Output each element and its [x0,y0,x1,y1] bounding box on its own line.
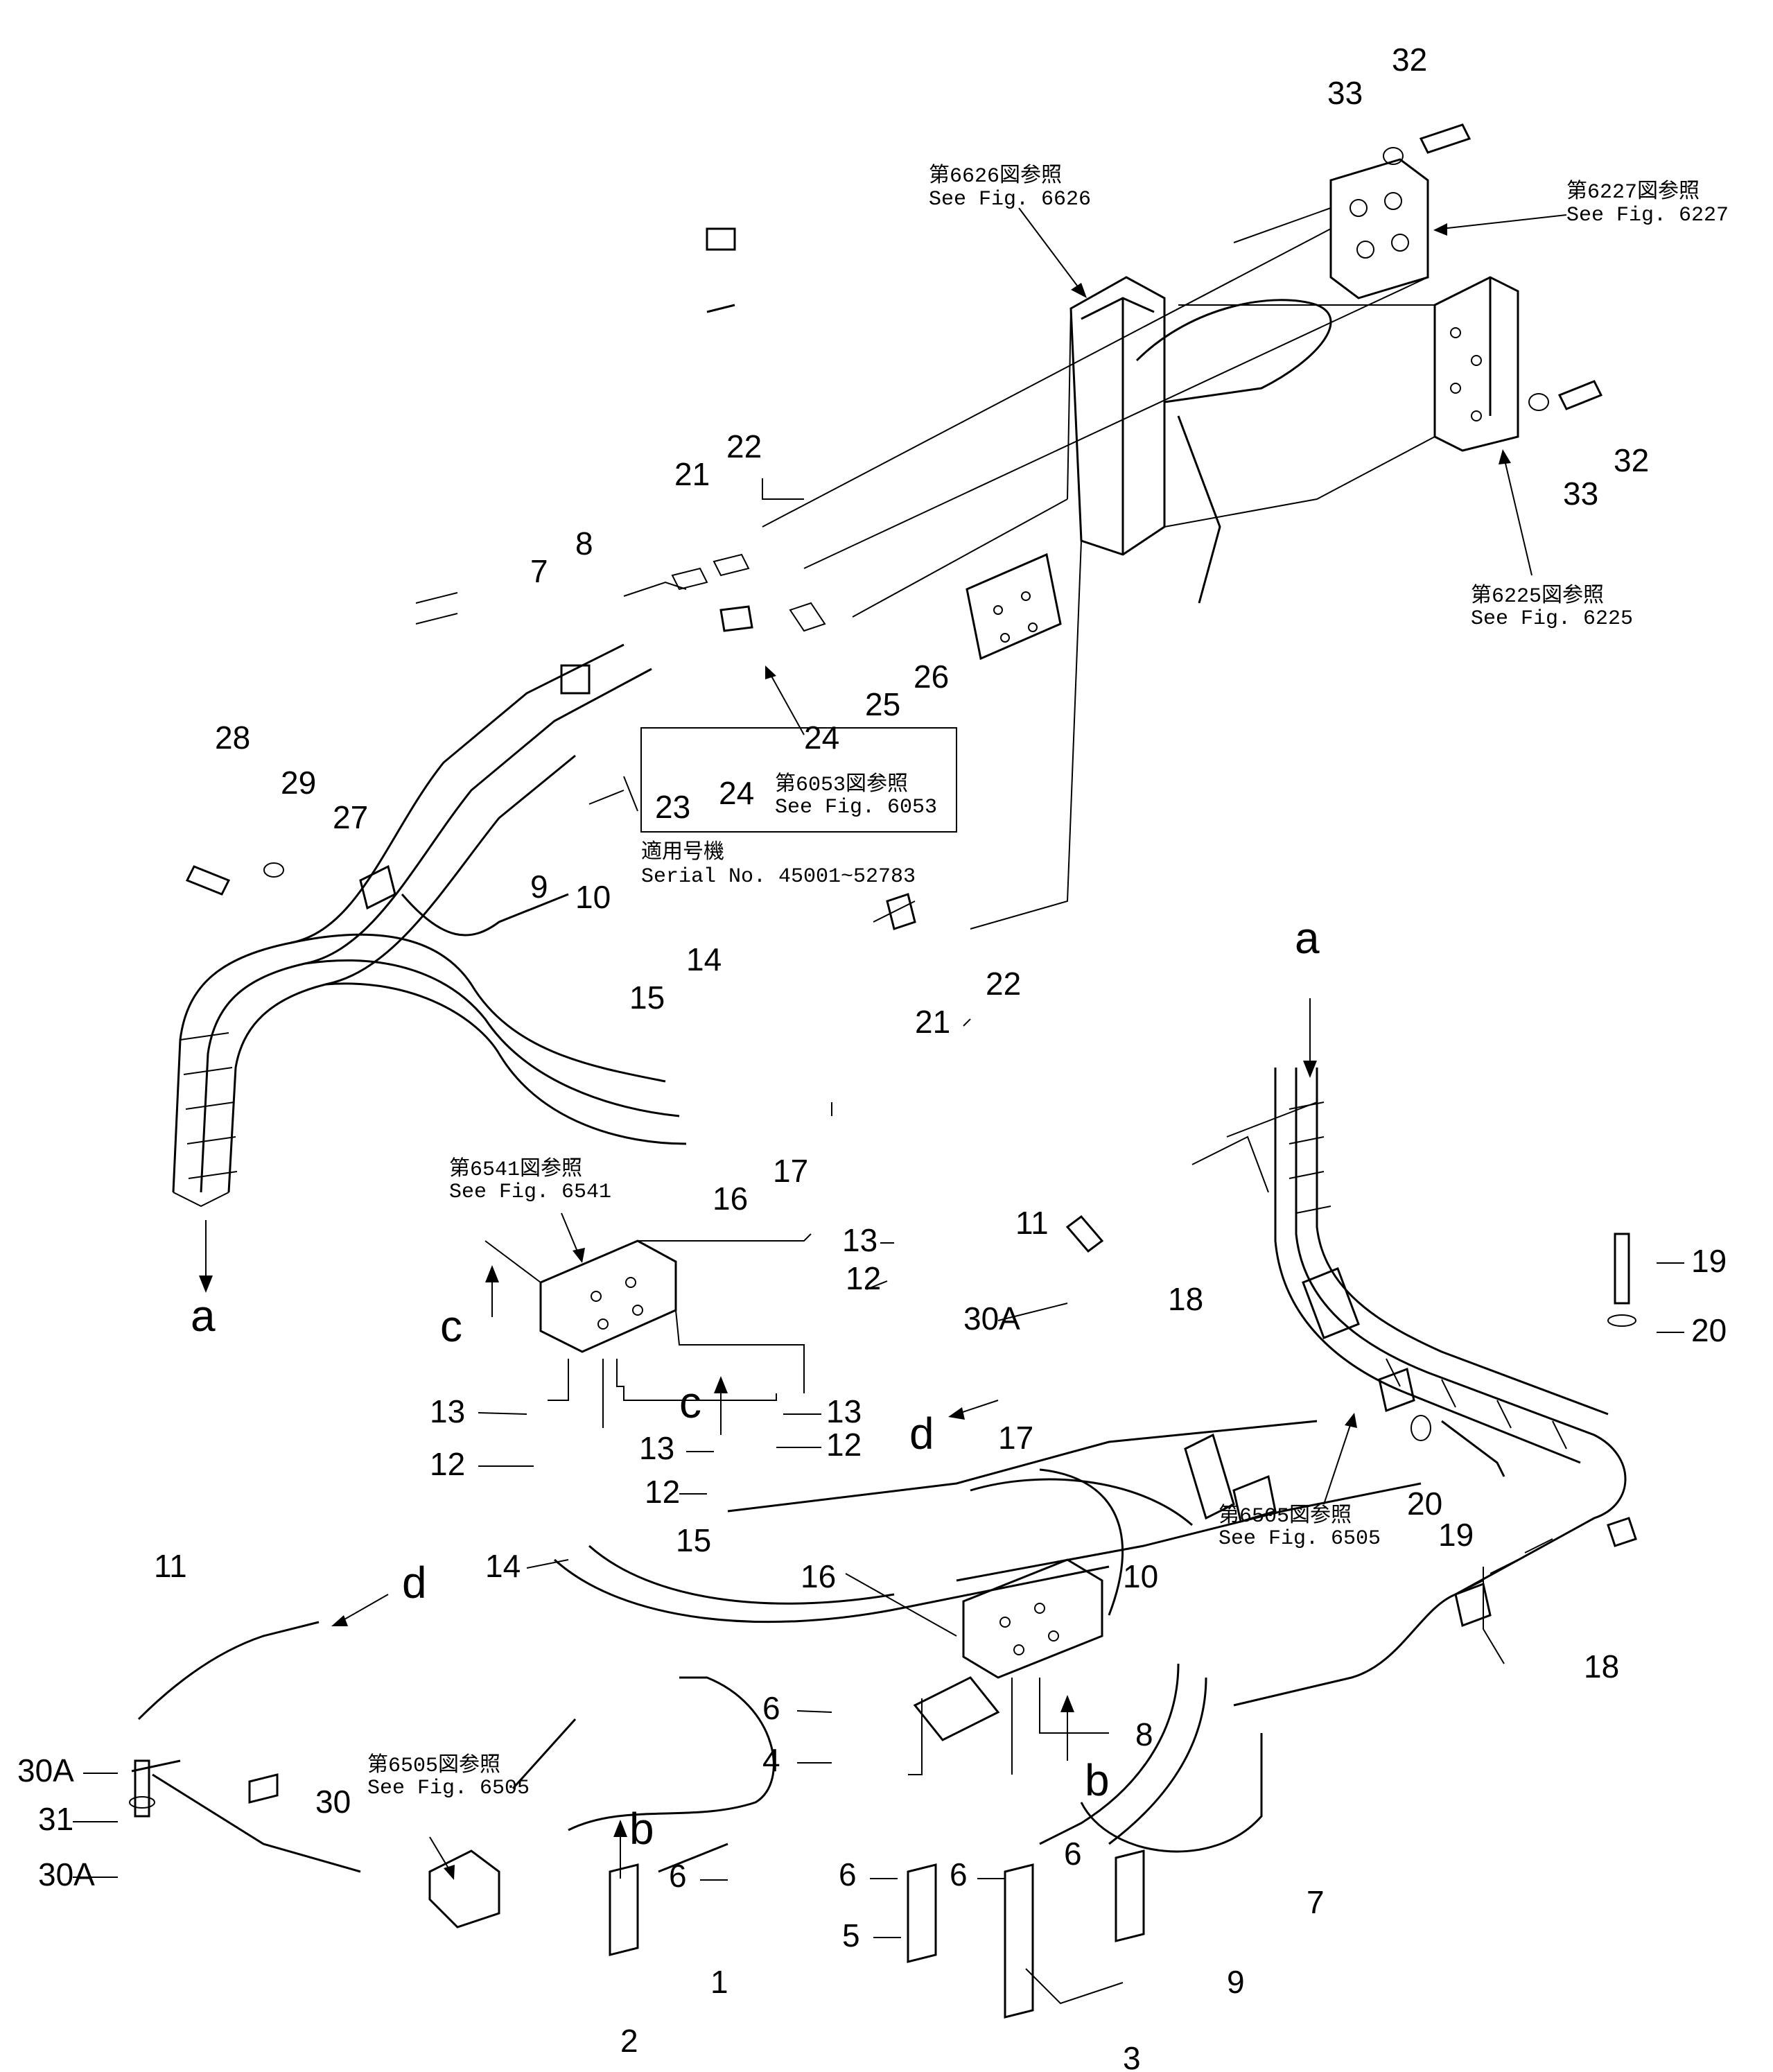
label-part-22: 22 [986,966,1021,1002]
small-parts [129,123,1637,1818]
label-part-1: 1 [710,1964,728,2000]
part-labels: 32 33 32 33 22 21 8 7 26 25 24 24 23 28 … [17,42,1727,2072]
label-part-17: 17 [998,1420,1033,1456]
ref-6505-en: See Fig. 6505 [367,1777,530,1800]
label-part-4: 4 [762,1742,780,1778]
flow-letter-b: b [629,1804,654,1854]
label-part-6: 6 [950,1856,968,1892]
label-part-27: 27 [333,799,368,835]
ref-6053-en: See Fig. 6053 [775,796,937,819]
label-part-6: 6 [762,1690,780,1726]
label-part-20: 20 [1407,1486,1442,1522]
label-part-13: 13 [842,1222,877,1258]
ref-6227-en: See Fig. 6227 [1566,204,1729,227]
label-part-17: 17 [773,1153,808,1189]
label-part-30A: 30A [17,1752,74,1788]
group-brackets [640,478,1505,2005]
lower-hose-bundle [553,1068,1627,1853]
label-part-12: 12 [430,1446,465,1482]
flow-letter-d: d [909,1409,934,1459]
label-part-24: 24 [804,720,839,756]
label-part-14: 14 [686,941,722,977]
label-part-11: 11 [154,1548,187,1584]
label-part-22: 22 [726,428,762,464]
ref-6626-en: See Fig. 6626 [929,188,1091,211]
lower-left-assembly [137,1233,1145,2019]
label-part-8: 8 [1135,1716,1153,1752]
label-part-21: 21 [915,1004,950,1040]
label-part-15: 15 [629,980,665,1016]
flow-letter-a: a [191,1291,216,1341]
ref-6626-ja: 第6626図参照 [929,164,1062,189]
ref-6541-en: See Fig. 6541 [449,1181,611,1204]
label-part-16: 16 [713,1181,748,1217]
label-part-2: 2 [620,2023,638,2059]
label-part-3: 3 [1123,2040,1141,2072]
label-part-7: 7 [1307,1884,1325,1920]
label-part-30: 30 [315,1784,351,1820]
label-part-12: 12 [826,1427,862,1463]
label-part-18: 18 [1168,1281,1203,1317]
serial-note-ja: 適用号機 [641,840,724,865]
label-part-13: 13 [430,1393,465,1429]
ref-6225-ja: 第6225図参照 [1471,584,1604,609]
ref-6505-ja: 第6505図参照 [367,1753,500,1778]
label-part-13: 13 [826,1393,862,1429]
label-part-34: 33 [1563,476,1598,512]
label-part-34: 33 [1327,75,1363,111]
label-part-5: 5 [842,1917,860,1953]
frame-bracket [762,158,1519,930]
label-part-31: 30A [38,1856,95,1892]
label-part-28: 28 [215,720,250,756]
ref-6505-en: See Fig. 6505 [1219,1527,1381,1551]
figure-references: 第6626図参照 See Fig. 6626 第6227図参照 See Fig.… [367,164,1729,1800]
label-part-13: 13 [639,1430,674,1466]
label-part-10: 10 [1123,1558,1158,1594]
label-part-6: 6 [839,1856,857,1892]
serial-note-en: Serial No. 45001~52783 [641,865,916,889]
ref-6541-ja: 第6541図参照 [449,1157,582,1182]
label-part-16: 16 [801,1558,836,1594]
upper-hose-bundle [172,643,687,1208]
label-part-25: 25 [865,686,900,722]
label-part-21: 21 [674,456,710,492]
label-part-12: 12 [846,1260,881,1296]
label-part-26: 26 [914,659,949,695]
label-part-19: 19 [1691,1243,1727,1279]
ref-6505-ja: 第6505図参照 [1219,1504,1352,1529]
label-part-9: 9 [1227,1964,1245,2000]
label-part-14: 14 [485,1548,521,1584]
label-part-19: 19 [1438,1517,1474,1553]
label-part-29: 29 [281,765,316,801]
label-leaders [73,1242,1684,1938]
label-part-7: 7 [530,553,548,589]
label-part-8: 8 [575,525,593,561]
label-part-15: 15 [676,1522,711,1558]
flow-letter-c: c [679,1377,701,1427]
label-part-23: 23 [655,789,690,825]
flow-letter-b: b [1085,1755,1110,1805]
label-part-6: 6 [1064,1836,1082,1872]
ref-6227-ja: 第6227図参照 [1566,180,1700,204]
label-part-6: 6 [669,1858,687,1894]
flow-letter-a: a [1295,913,1320,963]
label-part-11: 11 [1015,1205,1049,1241]
label-part-20: 20 [1691,1312,1727,1348]
label-part-10: 10 [575,879,611,915]
ref-6053-ja: 第6053図参照 [775,772,908,797]
ref-6225-en: See Fig. 6225 [1471,607,1633,631]
label-part-33: 32 [1614,442,1649,478]
flow-letters: a a c c d d b b [191,913,1320,1854]
label-part-32: 31 [38,1801,73,1837]
flow-letter-d: d [402,1558,427,1608]
label-part-9: 9 [530,869,548,905]
label-part-30A: 30A [963,1300,1020,1337]
label-part-18: 18 [1584,1648,1619,1684]
label-part-12: 12 [645,1474,680,1510]
leader-arrows [199,207,1567,1880]
label-part-33: 32 [1392,42,1427,78]
label-part-24: 24 [719,775,754,811]
flow-letter-c: c [440,1301,462,1351]
